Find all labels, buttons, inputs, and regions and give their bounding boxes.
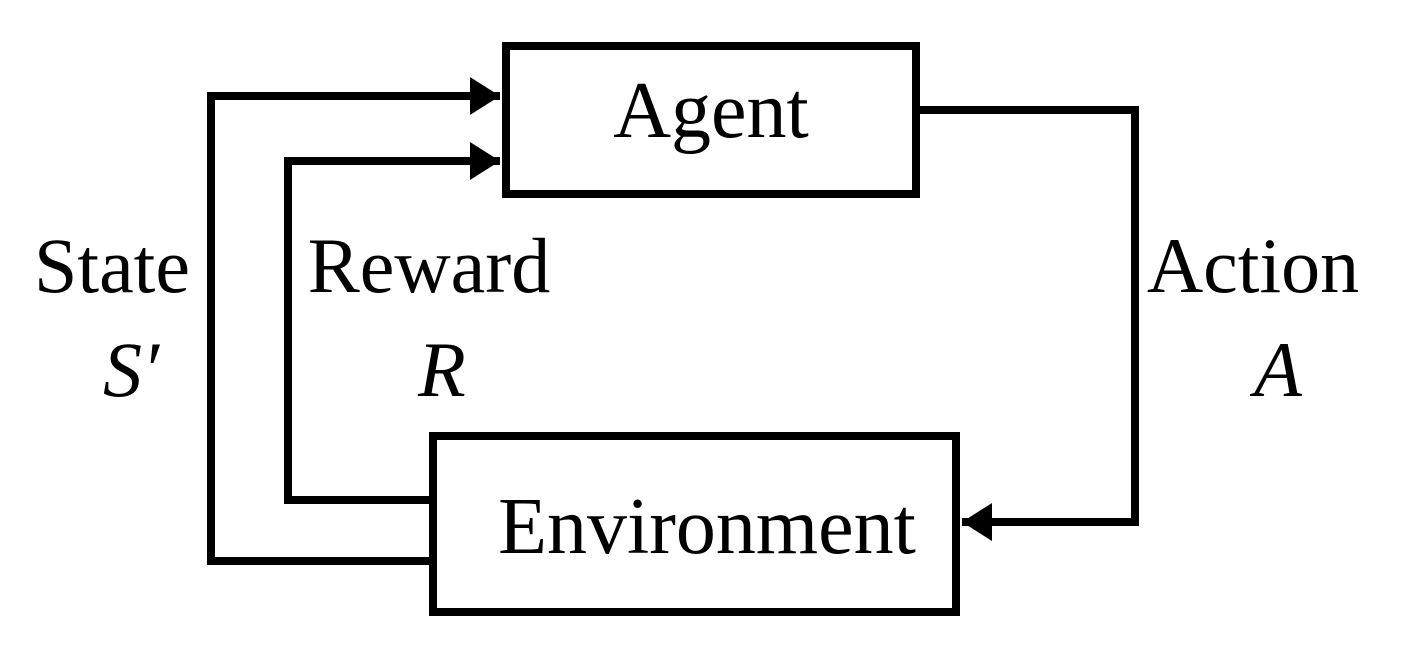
environment-box — [429, 432, 960, 616]
action-symbol: A — [1249, 326, 1302, 413]
state-label: State — [34, 222, 190, 309]
reward-edge — [284, 142, 500, 504]
reward-symbol: R — [417, 326, 466, 413]
reward-label: Reward — [308, 222, 551, 309]
agent-label: Agent — [613, 67, 809, 155]
state-symbol: S′ — [103, 326, 161, 413]
action-label: Action — [1147, 222, 1359, 309]
environment-label: Environment — [498, 483, 916, 571]
state-edge — [207, 77, 500, 565]
action-edge — [920, 106, 1139, 541]
agent-box — [502, 42, 920, 198]
